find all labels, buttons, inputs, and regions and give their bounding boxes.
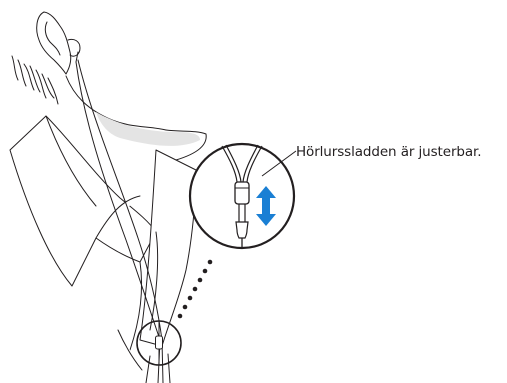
earbud <box>67 38 81 57</box>
cord-left <box>75 61 161 341</box>
callout-label: Hörlurssladden är justerbar. <box>296 144 482 160</box>
jacket-right-front <box>139 149 197 347</box>
dotted-connector <box>177 259 213 319</box>
ear <box>36 11 72 75</box>
collar-shading <box>96 112 200 146</box>
cord-right <box>77 59 163 341</box>
cord-slider <box>234 181 250 205</box>
adjust-arrow-icon <box>256 186 276 226</box>
cord-slider-spot <box>136 320 182 366</box>
jacket <box>9 115 197 371</box>
magnified-cord-detail <box>188 142 296 250</box>
callout-leader-line <box>261 150 297 177</box>
